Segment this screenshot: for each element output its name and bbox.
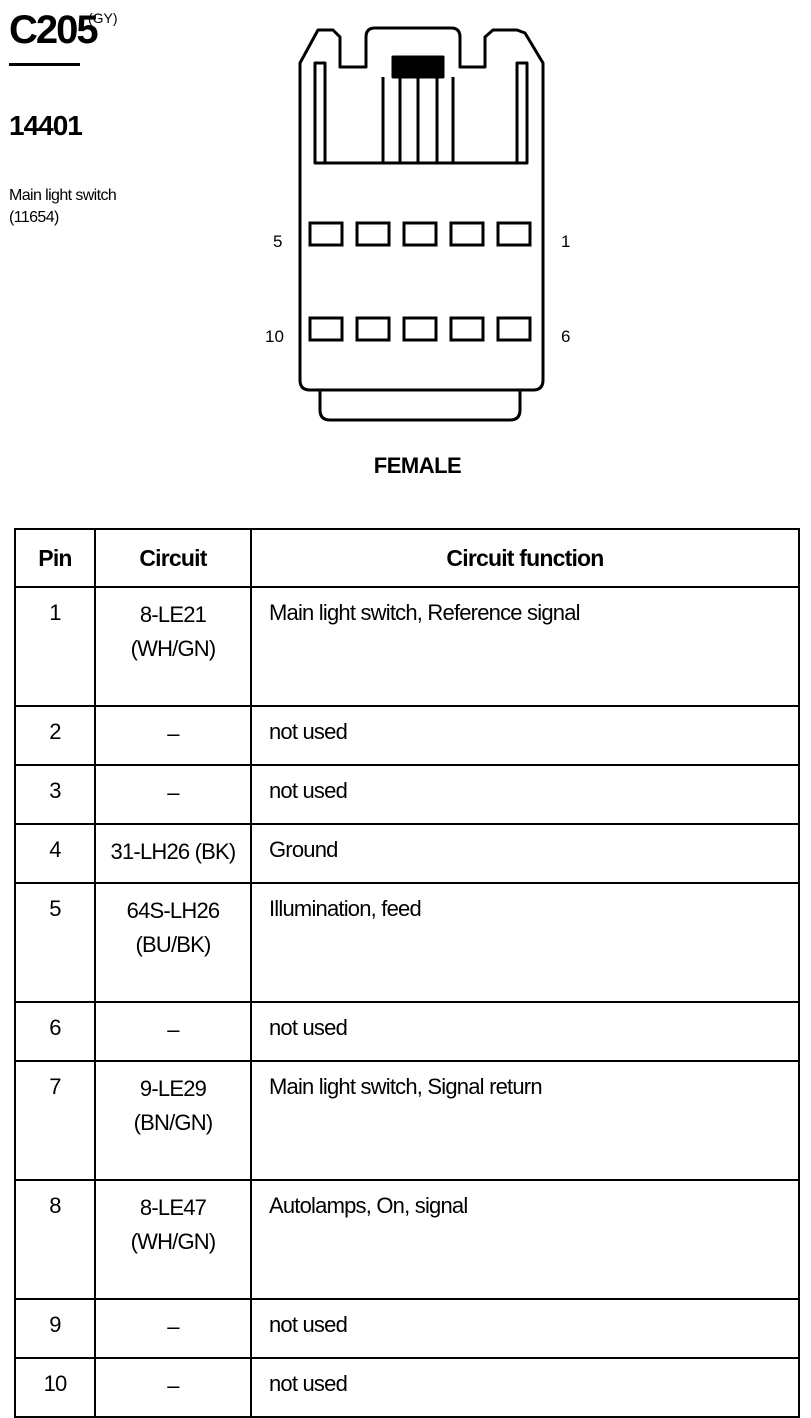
circuit-id: 8-LE47 (WH/GN) [94, 1179, 252, 1300]
pin-number: 2 [14, 705, 96, 766]
connector-housing-outline [298, 26, 545, 392]
lock-tab [391, 55, 445, 79]
pin-cavity-4 [355, 221, 391, 247]
circuit-function: not used [250, 1298, 800, 1359]
table-row: 8 8-LE47 (WH/GN) Autolamps, On, signal [14, 1179, 800, 1300]
pin-number: 1 [14, 586, 96, 707]
table-row: 1 8-LE21 (WH/GN) Main light switch, Referen… [14, 586, 800, 707]
circuit-function: Ground [250, 823, 800, 884]
center-lock-outline [381, 77, 455, 163]
circuit-function: not used [250, 764, 800, 825]
circuit-function: not used [250, 705, 800, 766]
wire-color: (BU/BK) [135, 932, 211, 957]
table-row: 6 – not used [14, 1001, 800, 1062]
circuit-id: – [94, 1357, 252, 1418]
header-pin: Pin [14, 528, 96, 588]
wire-color: (WH/GN) [130, 636, 217, 661]
pin-label-top-right: 1 [561, 232, 570, 251]
circuit-id: – [94, 764, 252, 825]
circuit-function: not used [250, 1001, 800, 1062]
pin-number: 8 [14, 1179, 96, 1300]
table-row: 3 – not used [14, 764, 800, 825]
pin-cavity-5 [308, 221, 344, 247]
latch-frame [313, 61, 327, 165]
table-row: 7 9-LE29 (BN/GN) Main light switch, Signal … [14, 1060, 800, 1181]
circuit-function: Autolamps, On, signal [250, 1179, 800, 1300]
latch-frame-right [515, 61, 529, 165]
pin-label-bottom-left: 10 [265, 327, 284, 346]
component-description: Main light switch (11654) [9, 185, 117, 229]
circuit-function: not used [250, 1357, 800, 1418]
circuit-id: 64S-LH26 (BU/BK) [94, 882, 252, 1003]
pin-number: 10 [14, 1357, 96, 1418]
circuit-code: – [167, 1373, 179, 1398]
circuit-id: 8-LE21 (WH/GN) [94, 586, 252, 707]
pin-row-top [308, 221, 532, 247]
header-circuit-function: Circuit function [250, 528, 800, 588]
pin-label-top-left: 5 [273, 232, 282, 251]
pin-number: 3 [14, 764, 96, 825]
pinout-table: Pin Circuit Circuit function 1 8-LE21 (WH/… [14, 528, 800, 1418]
pin-cavity-8 [402, 316, 438, 342]
pin-number: 7 [14, 1060, 96, 1181]
connector-face-diagram: 5 1 10 6 [265, 26, 570, 422]
table-row: 4 31-LH26 (BK) Ground [14, 823, 800, 884]
connector-color-code: (GY) [88, 10, 118, 26]
pin-number: 5 [14, 882, 96, 1003]
pin-cavity-1 [496, 221, 532, 247]
circuit-code: – [167, 1017, 179, 1042]
circuit-id: – [94, 1001, 252, 1062]
table-row: 9 – not used [14, 1298, 800, 1359]
component-ref: (11654) [9, 209, 59, 226]
circuit-code: 8-LE47 [139, 1195, 207, 1220]
pin-cavity-7 [449, 316, 485, 342]
pin-cavity-2 [449, 221, 485, 247]
pin-label-bottom-right: 6 [561, 327, 570, 346]
pin-cavity-6 [496, 316, 532, 342]
circuit-code: 31-LH26 (BK) [110, 839, 237, 864]
part-number: 14401 [9, 110, 83, 141]
pin-cavity-10 [308, 316, 344, 342]
pin-number: 6 [14, 1001, 96, 1062]
circuit-code: – [167, 780, 179, 805]
circuit-code: 64S-LH26 [126, 898, 220, 923]
connector-bottom-key [318, 390, 522, 422]
component-name: Main light switch [9, 187, 117, 204]
connector-gender-label: FEMALE [373, 453, 462, 478]
circuit-function: Main light switch, Reference signal [250, 586, 800, 707]
connector-id: C205 [9, 8, 99, 52]
pin-number: 4 [14, 823, 96, 884]
pin-cavity-3 [402, 221, 438, 247]
circuit-function: Main light switch, Signal return [250, 1060, 800, 1181]
circuit-code: 9-LE29 [139, 1076, 207, 1101]
table-row: 10 – not used [14, 1357, 800, 1418]
circuit-code: – [167, 1314, 179, 1339]
circuit-id: – [94, 1298, 252, 1359]
table-row: 5 64S-LH26 (BU/BK) Illumination, feed [14, 882, 800, 1003]
pin-row-bottom [308, 316, 532, 342]
circuit-id: 9-LE29 (BN/GN) [94, 1060, 252, 1181]
pin-cavity-9 [355, 316, 391, 342]
circuit-id: – [94, 705, 252, 766]
circuit-id: 31-LH26 (BK) [94, 823, 252, 884]
header-divider [9, 63, 80, 66]
table-row: 2 – not used [14, 705, 800, 766]
circuit-code: – [167, 721, 179, 746]
wire-color: (BN/GN) [133, 1110, 214, 1135]
circuit-code: 8-LE21 [139, 602, 207, 627]
header-circuit: Circuit [94, 528, 252, 588]
circuit-function: Illumination, feed [250, 882, 800, 1003]
table-header-row: Pin Circuit Circuit function [14, 528, 800, 588]
pin-number: 9 [14, 1298, 96, 1359]
wire-color: (WH/GN) [130, 1229, 217, 1254]
